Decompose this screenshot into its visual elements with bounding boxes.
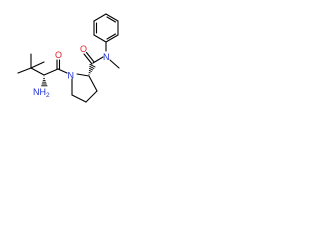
stereo-bond-alpha-c-to-amine [41,76,48,87]
bond-amide-c-double-o-2 [85,51,95,63]
atom-label-carbonyl-oxygen-left: O [55,50,62,60]
bond-c2-to-n [76,73,90,77]
bond-amide-c-double-o-1 [83,53,93,65]
bond-c3-to-c2 [88,75,98,92]
phenyl-inner-bond-3 [106,33,117,40]
atom-label-pyrrolidine-nitrogen: N [68,71,75,81]
bond-alpha-c-to-carbonyl-c [43,68,59,76]
pyrrolidine-ring [71,73,98,103]
bond-quaternary-c-to-alpha-c [30,67,45,76]
atom-label-carbonyl-oxygen-right: O [80,44,87,54]
phenyl-bond-3 [93,13,107,22]
amine-subscript: 2 [46,92,50,99]
bond-quaternary-c-to-methyl-left [17,67,32,74]
bond-amide-n-to-methyl [109,59,120,69]
tert-butyl-group [17,53,45,76]
bond-amide-c-to-amide-n [92,56,104,64]
phenyl-bond-4 [105,13,119,22]
phenyl-bond-1 [93,34,107,43]
bond-c4-to-c3 [85,90,98,103]
phenyl-bond-6 [105,34,119,43]
chemical-structure-diagram: O N O N NH2 [17,13,120,103]
atom-label-amide-nitrogen: N [103,52,110,62]
amine-symbol: NH [33,87,46,97]
phenyl-inner-bond-2 [106,16,117,23]
atom-label-amine: NH2 [33,87,50,99]
stereo-bond-c2-to-amide-c [88,63,96,76]
bond-c5-to-c4 [71,94,87,103]
bond-carbonyl-c-to-pyrrolidine-n [57,68,68,74]
bond-quaternary-c-to-methyl-right [30,61,45,69]
phenyl-ring [93,13,119,43]
